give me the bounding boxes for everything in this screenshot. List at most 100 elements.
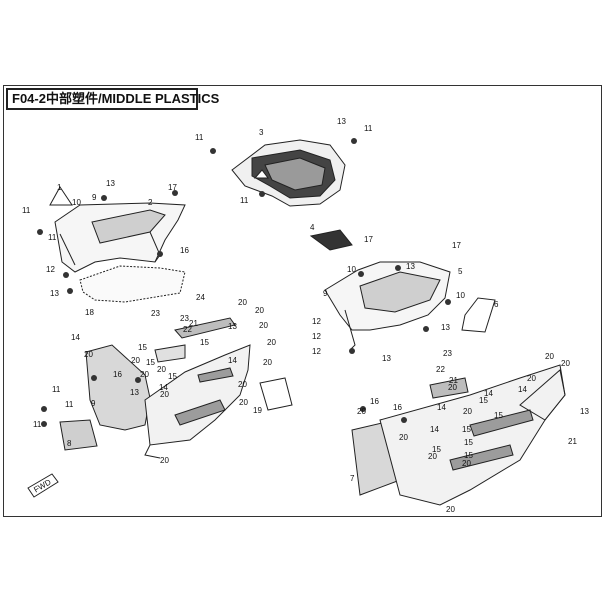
callout-16: 16 xyxy=(393,403,402,412)
callout-14: 14 xyxy=(159,383,168,392)
callout-20: 20 xyxy=(157,365,166,374)
callout-11: 11 xyxy=(65,400,74,409)
callout-23: 23 xyxy=(443,349,452,358)
callout-14: 14 xyxy=(430,425,439,434)
callout-14: 14 xyxy=(71,333,80,342)
left-mud-flap xyxy=(59,419,98,451)
callout-1: 1 xyxy=(57,183,62,192)
callout-15: 15 xyxy=(138,343,147,352)
fasteners xyxy=(37,138,451,427)
callout-10: 10 xyxy=(72,198,81,207)
right-footwell xyxy=(351,364,566,506)
callout-20: 20 xyxy=(399,433,408,442)
callout-2: 2 xyxy=(148,198,153,207)
callout-13: 13 xyxy=(441,323,450,332)
callout-20: 20 xyxy=(545,352,554,361)
fuel-tank-cover xyxy=(231,139,346,207)
callout-20: 20 xyxy=(357,407,366,416)
callout-15: 15 xyxy=(146,358,155,367)
callout-21: 21 xyxy=(568,437,577,446)
callout-19: 19 xyxy=(253,406,262,415)
callout-23: 23 xyxy=(151,309,160,318)
callout-10: 10 xyxy=(347,265,356,274)
callout-7: 7 xyxy=(350,474,355,483)
callout-15: 15 xyxy=(462,425,471,434)
callout-20: 20 xyxy=(239,398,248,407)
callout-22: 22 xyxy=(183,325,192,334)
callout-20: 20 xyxy=(160,390,169,399)
warning-label-left xyxy=(49,186,73,206)
callout-20: 20 xyxy=(160,456,169,465)
callout-21: 21 xyxy=(449,376,458,385)
callout-11: 11 xyxy=(364,124,373,133)
callout-15: 15 xyxy=(464,451,473,460)
callout-12: 12 xyxy=(312,347,321,356)
callout-24: 24 xyxy=(196,293,205,302)
callout-12: 12 xyxy=(312,317,321,326)
callout-18: 18 xyxy=(85,308,94,317)
callout-4: 4 xyxy=(310,223,315,232)
callout-20: 20 xyxy=(140,370,149,379)
callout-20: 20 xyxy=(263,358,272,367)
left-side-panel xyxy=(54,202,186,273)
callout-11: 11 xyxy=(195,133,204,142)
callout-13: 13 xyxy=(130,388,139,397)
callout-13: 13 xyxy=(228,322,237,331)
callout-15: 15 xyxy=(494,411,503,420)
callout-20: 20 xyxy=(131,356,140,365)
callout-16: 16 xyxy=(113,370,122,379)
fwd-arrow xyxy=(27,473,59,498)
callout-16: 16 xyxy=(180,246,189,255)
callout-13: 13 xyxy=(406,262,415,271)
callout-6: 6 xyxy=(494,300,499,309)
callout-5: 5 xyxy=(458,267,463,276)
callout-9: 9 xyxy=(323,289,328,298)
callout-10: 10 xyxy=(456,291,465,300)
right-upper-shield xyxy=(309,229,353,251)
callout-12: 12 xyxy=(312,332,321,341)
heel-guard-left xyxy=(259,377,293,411)
callout-11: 11 xyxy=(52,385,61,394)
left-footwell xyxy=(85,317,251,459)
callout-17: 17 xyxy=(168,183,177,192)
callout-11: 11 xyxy=(48,233,57,242)
callout-20: 20 xyxy=(267,338,276,347)
callout-13: 13 xyxy=(106,179,115,188)
callout-20: 20 xyxy=(448,383,457,392)
callout-9: 9 xyxy=(92,193,97,202)
callout-20: 20 xyxy=(259,321,268,330)
callout-16: 16 xyxy=(370,397,379,406)
callout-8: 8 xyxy=(67,439,72,448)
callout-20: 20 xyxy=(255,306,264,315)
callout-14: 14 xyxy=(228,356,237,365)
callout-15: 15 xyxy=(479,396,488,405)
callout-14: 14 xyxy=(518,385,527,394)
callout-12: 12 xyxy=(46,265,55,274)
callout-13: 13 xyxy=(50,289,59,298)
callout-15: 15 xyxy=(200,338,209,347)
right-fender-shield xyxy=(461,297,496,333)
callout-11: 11 xyxy=(33,420,42,429)
callout-20: 20 xyxy=(446,505,455,514)
left-fender-shield xyxy=(79,265,186,303)
callout-20: 20 xyxy=(428,452,437,461)
callout-15: 15 xyxy=(168,372,177,381)
callout-15: 15 xyxy=(464,438,473,447)
callout-20: 20 xyxy=(463,407,472,416)
callout-15: 15 xyxy=(432,445,441,454)
callout-17: 17 xyxy=(364,235,373,244)
diagram-title: F04-2中部塑件/MIDDLE PLASTICS xyxy=(6,88,219,110)
callout-13: 13 xyxy=(580,407,589,416)
callout-11: 11 xyxy=(240,196,249,205)
diagram-frame xyxy=(3,85,602,517)
callout-13: 13 xyxy=(337,117,346,126)
right-side-panel xyxy=(324,261,451,351)
callout-23: 23 xyxy=(180,314,189,323)
callout-11: 11 xyxy=(22,206,31,215)
callout-21: 21 xyxy=(189,319,198,328)
callout-20: 20 xyxy=(238,380,247,389)
callout-9: 9 xyxy=(91,399,96,408)
